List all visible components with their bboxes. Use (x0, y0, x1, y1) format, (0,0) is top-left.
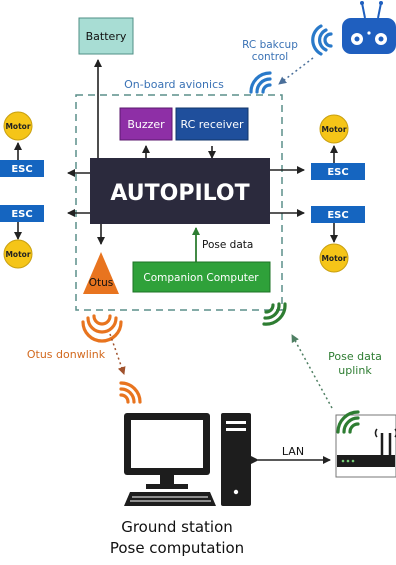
motor-label: Motor (5, 250, 30, 259)
esc-label: ESC (327, 210, 348, 221)
onboard-avionics-label: On-board avionics (124, 78, 224, 91)
rc-receiver-wave-icon (249, 71, 272, 94)
companion-computer-label: Companion Computer (143, 272, 259, 284)
esc-label: ESC (11, 164, 32, 175)
router-wave-icon (336, 410, 360, 434)
motor-label: Motor (5, 122, 30, 131)
pose-uplink-label-line1: Pose data (328, 350, 382, 363)
pose-uplink-wave-icon (262, 302, 287, 326)
companion-computer-box: Companion Computer (132, 261, 271, 293)
motor-right-top: Motor (319, 114, 349, 144)
esc-label: ESC (327, 167, 348, 178)
esc-right-bottom: ESC (311, 206, 365, 223)
onboard-avionics-boundary (75, 94, 283, 311)
ground-station-computer-icon (124, 413, 251, 506)
otus-sensor: Otus (83, 252, 119, 294)
rc-backup-label-line1: RC bakcup (242, 39, 298, 51)
rc-receiver-label: RC receiver (181, 118, 244, 131)
esc-right-top: ESC (311, 163, 365, 180)
buzzer-box: Buzzer (119, 107, 173, 141)
otus-label: Otus (89, 277, 114, 289)
motor-left-bottom: Motor (3, 239, 33, 269)
rc-backup-label-line2: control (252, 51, 288, 63)
autopilot-box: AUTOPILOT (90, 158, 270, 224)
otus-downlink-label: Otus donwlink (27, 348, 106, 361)
lan-label: LAN (282, 445, 304, 458)
esc-left-bottom: ESC (0, 205, 44, 222)
pose-data-label: Pose data (202, 239, 253, 251)
otus-downlink-wave-icon (81, 314, 123, 343)
motor-right-bottom: Motor (319, 243, 349, 273)
rc-controller-wave-icon (311, 24, 333, 56)
buzzer-label: Buzzer (127, 118, 165, 131)
battery-label: Battery (86, 30, 127, 43)
pose-uplink-label-line2: uplink (338, 364, 372, 377)
pose-uplink-dotted-arrow (291, 334, 333, 409)
motor-label: Motor (321, 254, 346, 263)
ground-station-label-line1: Ground station (121, 518, 233, 536)
battery-box: Battery (78, 17, 134, 55)
autopilot-label: AUTOPILOT (110, 181, 249, 206)
rc-receiver-box: RC receiver (175, 107, 249, 141)
rc-link-dotted-arrow (278, 57, 314, 85)
motor-label: Motor (321, 125, 346, 134)
ground-station-label-line2: Pose computation (110, 539, 244, 557)
rc-controller-icon (342, 1, 396, 54)
esc-label: ESC (11, 209, 32, 220)
ground-otus-wave-icon (119, 381, 142, 404)
otus-downlink-dotted-arrow (109, 333, 126, 375)
esc-left-top: ESC (0, 160, 44, 177)
motor-left-top: Motor (3, 111, 33, 141)
